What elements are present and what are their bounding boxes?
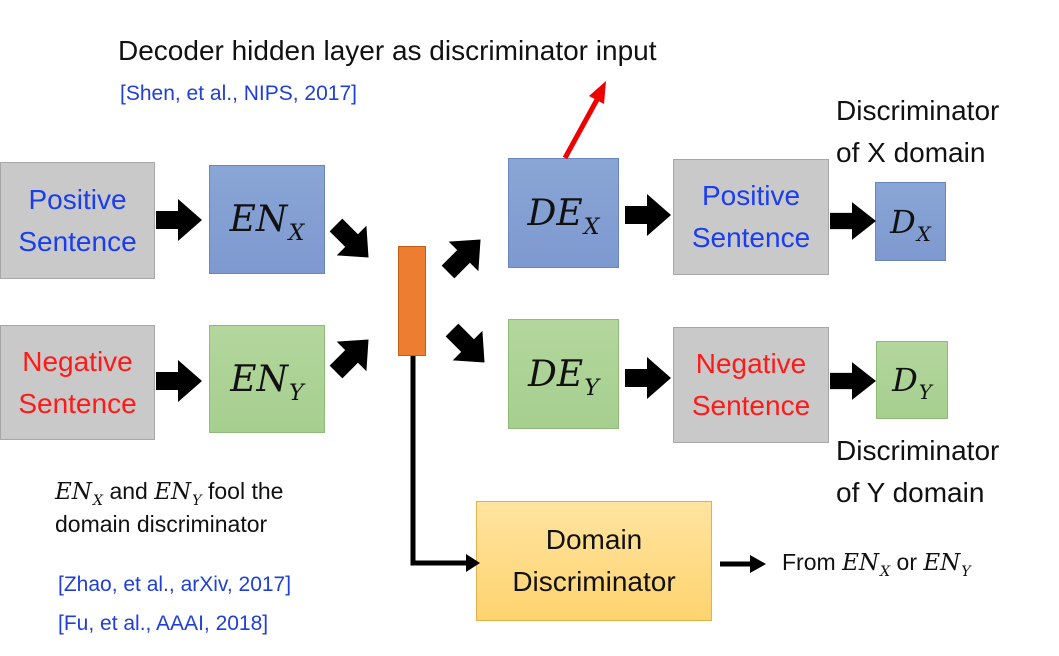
discriminator-y-caption-line1: Discriminator <box>836 435 1000 466</box>
fool-note-line1: ENX and ENY fool the <box>55 478 284 509</box>
arrow-positive-to-encoder-x <box>156 199 202 241</box>
negative-output-line2: Sentence <box>691 390 811 421</box>
positive-input-line1: Positive <box>28 183 127 215</box>
positive-output-line1: Positive <box>701 180 801 211</box>
domain-discriminator-line2: Discriminator <box>512 566 676 597</box>
arrowhead-domain-output <box>750 555 766 573</box>
red-arrow-line <box>562 94 602 160</box>
positive-input-line2: Sentence <box>18 225 137 257</box>
arrow-hidden-to-decoder-y <box>437 315 500 378</box>
positive-output-line2: Sentence <box>691 222 811 253</box>
discriminator-x-caption-line2: of X domain <box>836 137 986 168</box>
line-hidden-to-domain-discriminator <box>410 356 468 566</box>
decoder-x-label: DEX <box>527 192 600 240</box>
domain-discriminator-box: Domain Discriminator <box>476 501 712 621</box>
arrow-encoder-y-to-hidden <box>321 324 384 387</box>
encoder-y-label: ENY <box>230 358 304 406</box>
decoder-y-label: DEY <box>528 353 599 401</box>
negative-input-line1: Negative <box>22 345 133 377</box>
fool-note-line2: domain discriminator <box>55 511 268 537</box>
decoder-y-box: DEY <box>508 319 619 429</box>
negative-input-line2: Sentence <box>18 387 137 419</box>
arrowhead-domain-discriminator <box>466 554 480 572</box>
negative-input-box: Negative Sentence <box>0 325 155 440</box>
discriminator-y-label: DY <box>892 361 932 405</box>
positive-output-box: Positive Sentence <box>673 159 829 275</box>
citation-shen: [Shen, et al., NIPS, 2017] <box>120 82 357 105</box>
diagram-title: Decoder hidden layer as discriminator in… <box>118 35 657 66</box>
hidden-layer-bar <box>398 246 426 356</box>
encoder-x-label: ENX <box>229 199 305 247</box>
negative-output-box: Negative Sentence <box>673 327 829 443</box>
arrow-decoder-x-to-output <box>625 194 671 236</box>
arrow-output-to-discriminator-y <box>830 362 876 400</box>
domain-discriminator-output: From ENX or ENY <box>782 549 971 580</box>
discriminator-y-box: DY <box>876 341 948 419</box>
discriminator-x-caption-line1: Discriminator <box>836 95 1000 126</box>
encoder-y-box: ENY <box>209 325 325 433</box>
citation-zhao: [Zhao, et al., arXiv, 2017] <box>58 573 292 596</box>
positive-input-box: Positive Sentence <box>0 162 155 279</box>
arrow-output-to-discriminator-x <box>830 202 876 240</box>
discriminator-x-label: DX <box>890 202 931 246</box>
citation-fu: [Fu, et al., AAAI, 2018] <box>58 612 269 635</box>
discriminator-y-caption-line2: of Y domain <box>836 477 985 508</box>
arrow-encoder-x-to-hidden <box>321 210 384 273</box>
decoder-x-box: DEX <box>508 158 619 268</box>
negative-output-line1: Negative <box>695 348 807 379</box>
discriminator-x-box: DX <box>875 182 946 261</box>
encoder-x-box: ENX <box>209 165 325 274</box>
arrow-decoder-y-to-output <box>625 357 671 399</box>
red-arrow-head <box>589 81 606 104</box>
arrow-hidden-to-decoder-x <box>433 224 496 287</box>
arrow-negative-to-encoder-y <box>156 360 202 402</box>
domain-discriminator-line1: Domain <box>545 524 643 555</box>
